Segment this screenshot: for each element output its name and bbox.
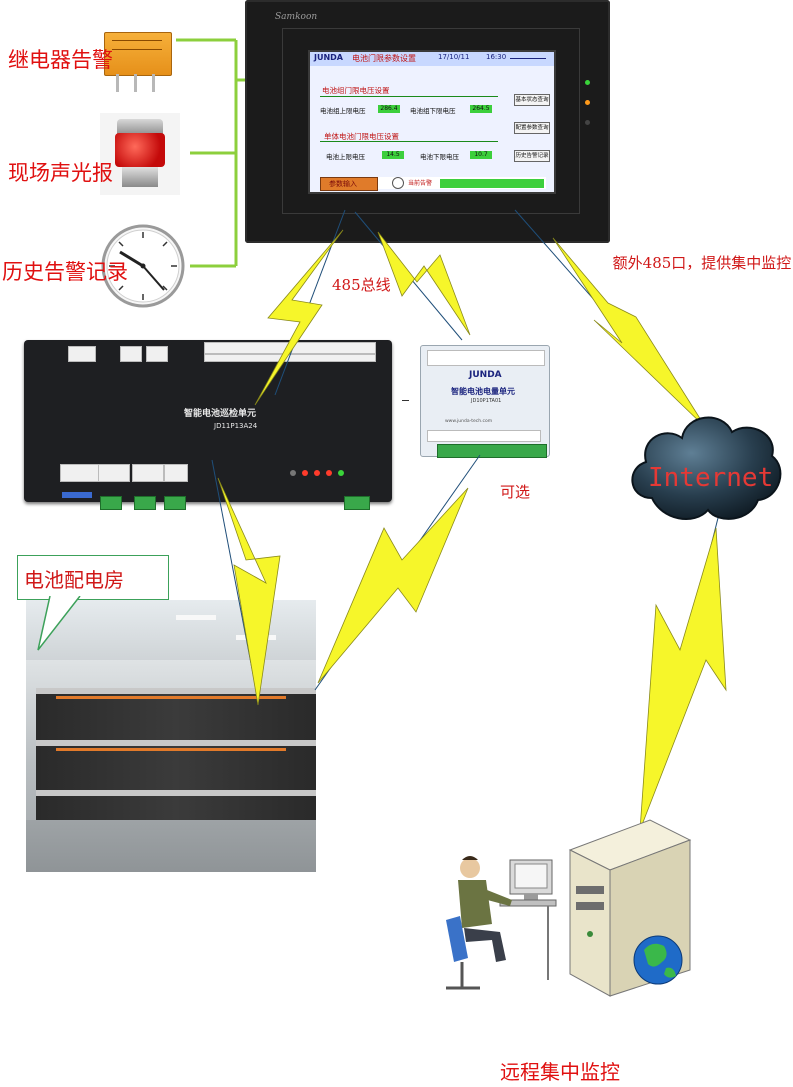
dash-mark	[402, 400, 409, 401]
callout-pointer	[37, 596, 81, 651]
server-tower	[560, 810, 700, 1000]
optional-label: 可选	[500, 483, 531, 501]
relay-image	[100, 22, 176, 96]
terminal-block	[146, 346, 168, 362]
lightning-bolt	[254, 229, 344, 406]
battery-inspection-unit: 智能电池巡检单元 JD11P13A24	[24, 340, 392, 510]
hmi-power-led	[585, 80, 590, 85]
battery-soc-unit: JUNDA 智能电池电量单元 JD10P1TA01 www.junda-tech…	[420, 345, 550, 458]
terminal-green	[344, 496, 370, 510]
hmi-bottom-bar: 参数输入 当前告警	[320, 177, 546, 191]
hmi-group-upper-label: 电池组上限电压	[320, 107, 366, 115]
hmi-group-lower-value[interactable]: 264.5	[470, 105, 492, 113]
lightning-bolt	[377, 231, 471, 336]
bus-485-label: 485总线	[332, 276, 391, 294]
operator-figure	[440, 850, 560, 1000]
terminal-green	[134, 496, 156, 510]
main-unit-title: 智能电池巡检单元	[184, 409, 257, 419]
clock-image	[98, 222, 188, 310]
hmi-cell-upper-label: 电池上限电压	[326, 153, 365, 161]
aux-unit-logo: JUNDA	[469, 370, 502, 380]
hmi-cell-lower-label: 电池下限电压	[420, 153, 459, 161]
hmi-time: 16:30	[486, 53, 507, 61]
cloud-icon	[631, 416, 782, 520]
status-led	[338, 470, 344, 476]
usb-port	[62, 492, 92, 498]
hmi-comm-led	[585, 120, 590, 125]
hmi-date: 17/10/11	[438, 53, 470, 61]
siren-image	[100, 113, 180, 195]
remote-monitoring-label: 远程集中监控	[500, 1060, 620, 1084]
relay-alarm-label: 继电器告警	[8, 48, 113, 72]
status-led	[290, 470, 296, 476]
hmi-divider	[320, 96, 498, 97]
main-unit-model: JD11P13A24	[214, 422, 258, 430]
hmi-group-upper-value[interactable]: 286.4	[378, 105, 400, 113]
sound-light-alarm-label: 现场声光报	[8, 161, 113, 185]
hmi-brand: Samkoon	[275, 12, 318, 22]
hmi-config-query-button[interactable]: 配置参数查询	[514, 122, 550, 134]
hmi-title: 电池门限参数设置	[352, 54, 416, 63]
terminal-block	[68, 346, 96, 362]
terminal-block	[427, 430, 541, 442]
hmi-run-led	[585, 100, 590, 105]
lightning-bolt	[317, 487, 469, 684]
aux-unit-model: JD10P1TA01	[471, 398, 502, 404]
hmi-param-input-tab[interactable]: 参数输入	[320, 177, 378, 191]
hmi-status-strip	[440, 179, 544, 188]
extra-485-label: 额外485口，提供集中监控	[612, 254, 792, 272]
hmi-divider	[320, 141, 498, 142]
terminal-block	[132, 464, 164, 482]
terminal-green	[100, 496, 122, 510]
hmi-current-alarm[interactable]: 当前告警	[408, 180, 433, 187]
terminal-block	[120, 346, 142, 362]
history-alarm-record-label: 历史告警记录	[2, 260, 128, 284]
status-led	[326, 470, 332, 476]
hmi-basic-query-button[interactable]: 基本状态查询	[514, 94, 550, 106]
hmi-cell-upper-value[interactable]: 14.5	[382, 151, 404, 159]
internet-label: Internet	[648, 463, 774, 493]
lightning-bolt	[217, 477, 281, 706]
terminal-green	[164, 496, 186, 510]
terminal-block	[164, 464, 188, 482]
hmi-bezel	[282, 28, 580, 214]
hmi-cell-lower-value[interactable]: 10.7	[470, 151, 492, 159]
hmi-param-input-label: 参数输入	[329, 180, 357, 188]
hmi-clock-icon	[392, 177, 404, 189]
hmi-group-lower-label: 电池组下限电压	[410, 107, 456, 115]
hmi-screen: JUNDA 电池门限参数设置 17/10/11 16:30 电池组门限电压设置 …	[308, 50, 556, 194]
hmi-titlebar: JUNDA 电池门限参数设置 17/10/11 16:30	[310, 52, 554, 66]
aux-unit-title: 智能电池电量单元	[451, 386, 515, 396]
terminal-block	[98, 464, 130, 482]
lightning-bolt	[639, 527, 727, 831]
hmi-section-cell: 单体电池门限电压设置	[324, 132, 399, 141]
status-led	[302, 470, 308, 476]
hmi-logo: JUNDA	[314, 53, 343, 62]
hmi-history-button[interactable]: 历史告警记录	[514, 150, 550, 162]
hmi-section-group: 电池组门限电压设置	[322, 86, 390, 95]
terminal-green	[437, 444, 547, 458]
battery-room-label: 电池配电房	[24, 568, 124, 592]
battery-room-callout: 电池配电房	[17, 555, 169, 600]
status-led	[314, 470, 320, 476]
arrow-icon	[510, 58, 546, 59]
aux-unit-url: www.junda-tech.com	[445, 419, 493, 424]
terminal-block	[427, 350, 545, 366]
